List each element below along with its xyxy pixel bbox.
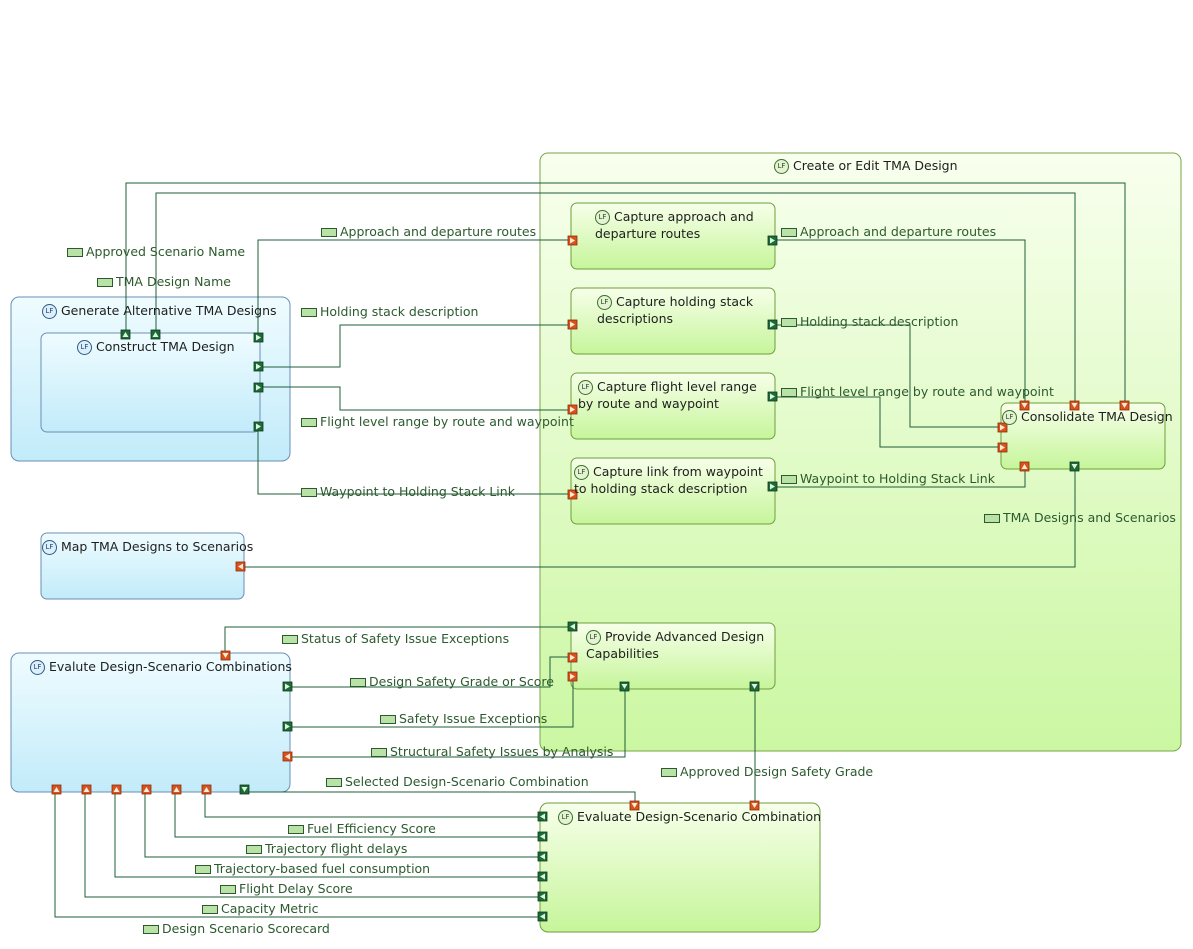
exchange-item-icon <box>301 418 317 427</box>
function-badge-icon: LF <box>597 295 612 310</box>
function-badge-icon: LF <box>574 465 589 480</box>
exchange-item-icon <box>380 715 396 724</box>
function-badge-icon: LF <box>774 159 789 174</box>
label-waypoint-link-in[interactable]: Waypoint to Holding Stack Link <box>301 484 515 499</box>
label-status-safety-exceptions[interactable]: Status of Safety Issue Exceptions <box>282 631 509 646</box>
label-safety-issue-exceptions[interactable]: Safety Issue Exceptions <box>380 711 547 726</box>
construct-tma-design-box[interactable] <box>40 332 261 433</box>
exchange-item-icon <box>288 825 304 834</box>
label-trajectory-fuel[interactable]: Trajectory-based fuel consumption <box>195 861 430 876</box>
function-badge-icon: LF <box>30 660 45 675</box>
label-holding-out[interactable]: Holding stack description <box>781 314 958 329</box>
function-badge-icon: LF <box>595 210 610 225</box>
ports[interactable] <box>51 235 1130 922</box>
exchange-item-icon <box>202 905 218 914</box>
exchange-item-icon <box>350 678 366 687</box>
exchange-item-icon <box>984 514 1000 523</box>
capture-flight-level-title: LF Capture flight level range by route a… <box>578 379 757 411</box>
function-badge-icon: LF <box>77 340 92 355</box>
exchange-item-icon <box>301 488 317 497</box>
exchange-item-icon <box>67 248 83 257</box>
exchange-item-icon <box>781 475 797 484</box>
label-approved-scenario-name[interactable]: Approved Scenario Name <box>67 244 245 259</box>
exchange-item-icon <box>781 228 797 237</box>
exchange-item-icon <box>282 635 298 644</box>
exchange-item-icon <box>301 308 317 317</box>
label-design-safety-grade[interactable]: Design Safety Grade or Score <box>350 674 554 689</box>
consolidate-tma-design-box[interactable] <box>1000 402 1166 470</box>
exchange-item-icon <box>781 318 797 327</box>
label-fuel-efficiency[interactable]: Fuel Efficiency Score <box>288 821 436 836</box>
label-structural-safety[interactable]: Structural Safety Issues by Analysis <box>371 744 613 759</box>
exchange-item-icon <box>371 748 387 757</box>
construct-title: LF Construct TMA Design <box>77 338 235 355</box>
evaluate-combination-box[interactable] <box>539 802 821 933</box>
function-badge-icon: LF <box>558 810 573 825</box>
exchange-item-icon <box>661 768 677 777</box>
label-trajectory-delays[interactable]: Trajectory flight delays <box>246 841 407 856</box>
label-flight-level-out[interactable]: Flight level range by route and waypoint <box>781 384 1054 399</box>
exchange-item-icon <box>246 845 262 854</box>
function-badge-icon: LF <box>42 540 57 555</box>
provide-advanced-title: LF Provide Advanced Design Capabilities <box>586 629 765 661</box>
exchange-item-icon <box>326 778 342 787</box>
function-badge-icon: LF <box>42 304 57 319</box>
function-badge-icon: LF <box>1002 410 1017 425</box>
label-routes-in[interactable]: Approach and departure routes <box>321 224 536 239</box>
label-tma-designs-scenarios[interactable]: TMA Designs and Scenarios <box>984 510 1176 525</box>
capture-holding-title: LF Capture holding stack descriptions <box>597 294 754 326</box>
consolidate-title: LF Consolidate TMA Design <box>1002 408 1173 425</box>
exchange-item-icon <box>97 278 113 287</box>
create-or-edit-title: LF Create or Edit TMA Design <box>774 157 958 174</box>
label-flight-level-in[interactable]: Flight level range by route and waypoint <box>301 414 574 429</box>
exchange-item-icon <box>781 388 797 397</box>
label-approved-safety-grade[interactable]: Approved Design Safety Grade <box>661 764 873 779</box>
generate-alternatives-title: LF Generate Alternative TMA Designs <box>42 302 277 319</box>
label-selected-combination[interactable]: Selected Design-Scenario Combination <box>326 774 589 789</box>
exchange-item-icon <box>143 925 159 934</box>
function-badge-icon: LF <box>586 630 601 645</box>
function-badge-icon: LF <box>578 380 593 395</box>
map-designs-title: LF Map TMA Designs to Scenarios <box>42 538 253 555</box>
label-waypoint-link-out[interactable]: Waypoint to Holding Stack Link <box>781 471 995 486</box>
exchange-item-icon <box>195 865 211 874</box>
exchange-item-icon <box>220 885 236 894</box>
connectors <box>54 182 1126 918</box>
label-routes-out[interactable]: Approach and departure routes <box>781 224 996 239</box>
evalute-combinations-title: LF Evalute Design-Scenario Combinations <box>30 658 292 675</box>
exchange-item-icon <box>321 228 337 237</box>
label-design-scorecard[interactable]: Design Scenario Scorecard <box>143 921 330 936</box>
label-flight-delay-score[interactable]: Flight Delay Score <box>220 881 353 896</box>
label-tma-design-name[interactable]: TMA Design Name <box>97 274 231 289</box>
evaluate-combination-title: LF Evaluate Design-Scenario Combination <box>558 808 821 825</box>
capture-routes-title: LF Capture approach and departure routes <box>595 209 754 241</box>
capture-link-title: LF Capture link from waypoint to holding… <box>574 464 763 496</box>
label-capacity-metric[interactable]: Capacity Metric <box>202 901 318 916</box>
label-holding-in[interactable]: Holding stack description <box>301 304 478 319</box>
